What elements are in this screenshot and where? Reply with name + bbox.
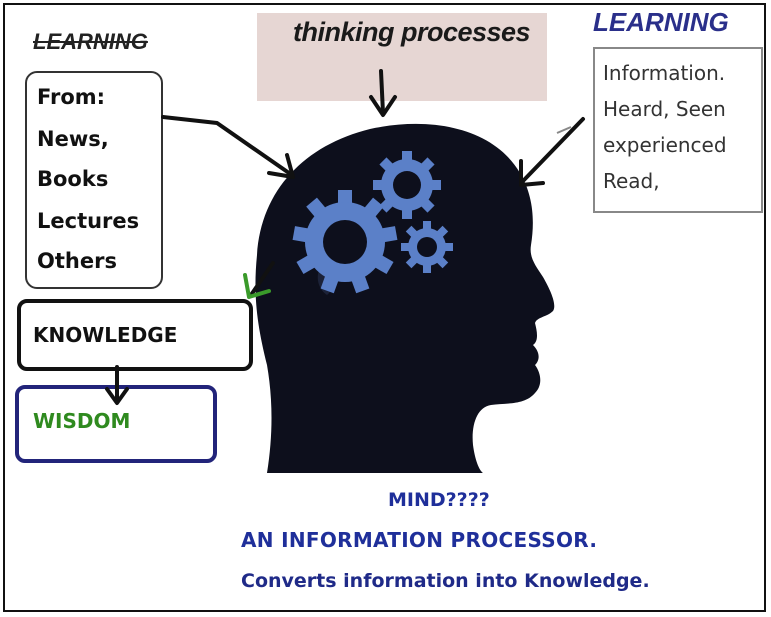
diagram-graphics: [105, 69, 585, 474]
upper-gear-icon: [373, 151, 441, 219]
caption-description: Converts information into Knowledge.: [241, 570, 650, 592]
information-box: [593, 47, 763, 213]
arrow-knowledge-icon: [243, 261, 275, 299]
small-gear-icon: [401, 221, 453, 273]
thinking-processes-label: thinking processes: [293, 17, 531, 47]
knowledge-label: KNOWLEDGE: [33, 323, 178, 347]
information-line-4: Read,: [603, 169, 660, 193]
arrow-down-icon-title: [369, 69, 397, 117]
arrow-wisdom-icon: [105, 365, 129, 405]
large-gear-icon: [292, 190, 398, 294]
thinking-processes-box: [257, 13, 547, 101]
sources-heading: From:: [37, 85, 106, 109]
source-item-books: Books: [37, 167, 109, 191]
source-item-news: News,: [37, 127, 109, 151]
learning-label-left: LEARNING: [33, 29, 148, 54]
arrow-information-icon: [519, 117, 585, 187]
caption-statement: AN INFORMATION PROCESSOR.: [241, 528, 598, 552]
diagram-frame: thinking processes LEARNING LEARNING Fro…: [3, 3, 766, 612]
wisdom-label: WISDOM: [33, 409, 131, 433]
information-line-1: Information.: [603, 61, 726, 85]
learning-label-right: LEARNING: [593, 7, 729, 37]
arrow-sources-icon: [161, 115, 295, 179]
caption-question: MIND????: [388, 489, 490, 511]
source-item-lectures: Lectures: [37, 209, 140, 233]
information-line-2: Heard, Seen: [603, 97, 726, 121]
sources-box: [25, 71, 163, 289]
knowledge-box: [17, 299, 253, 371]
source-item-others: Others: [37, 249, 117, 273]
information-line-3: experienced: [603, 133, 727, 157]
